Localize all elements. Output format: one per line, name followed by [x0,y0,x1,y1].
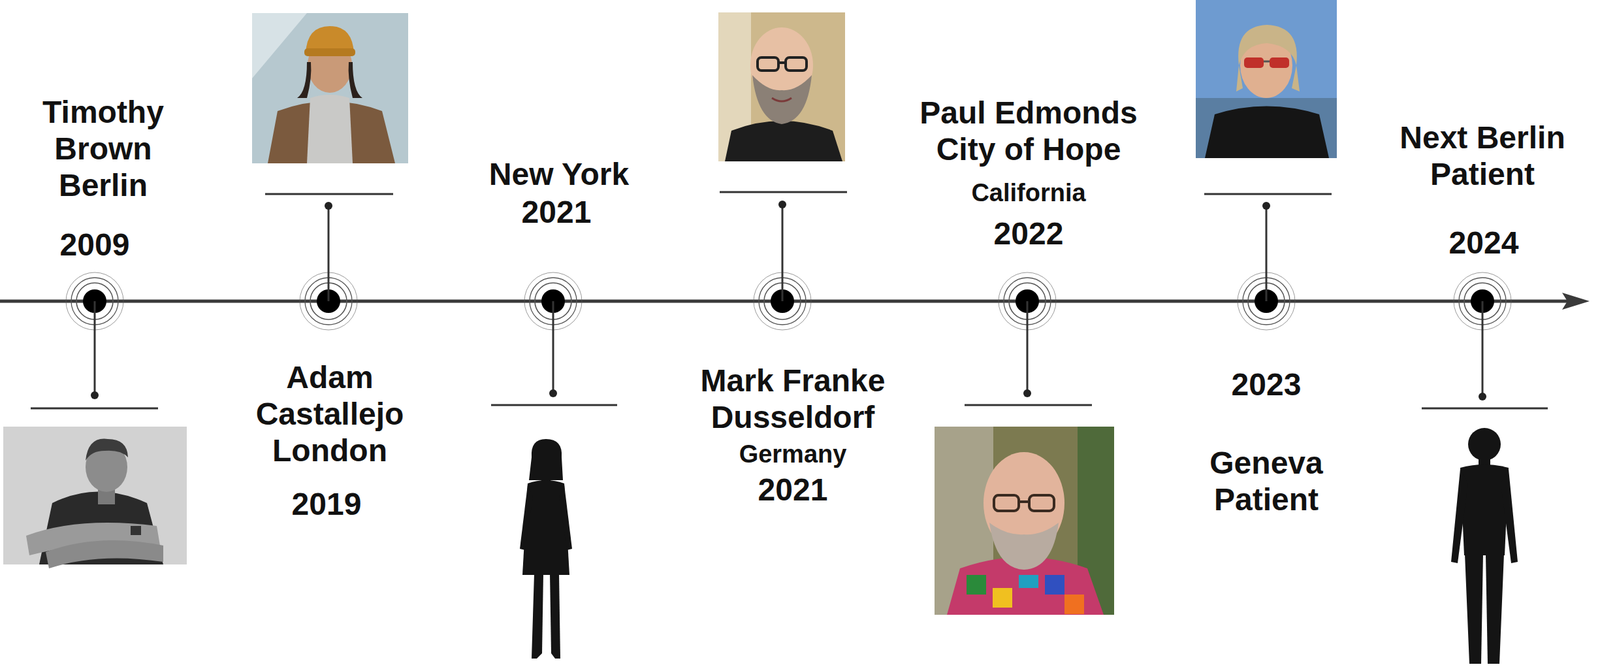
year-label: 2021 [758,471,829,509]
year-label: 2021 [521,193,592,231]
patient-name: Adam Castallejo London [256,359,405,469]
location-label: California [971,178,1086,208]
patient-name: Geneva Patient [1209,444,1323,518]
year-label: 2022 [993,215,1064,253]
patient-name: Mark Franke Dusseldorf [655,362,930,436]
portrait-photo [934,426,1115,615]
timeline-axis [0,292,1590,310]
patient-name: Paul Edmonds City of Hope [897,94,1160,168]
portrait-photo [3,426,187,569]
portrait-photo [718,12,846,162]
year-label: 2009 [60,226,130,264]
year-label: 2019 [291,485,362,523]
year-label: 2023 [1231,366,1302,403]
silhouette-figure [1451,427,1518,664]
timeline-markers [65,272,1512,330]
year-label: 2024 [1449,224,1520,262]
silhouette-figure [519,438,573,659]
patient-name: Next Berlin Patient [1377,119,1587,193]
location-label: Germany [739,439,848,469]
portrait-photo [1195,0,1337,159]
patient-name: Timothy Brown Berlin [42,94,164,204]
portrait-photo [252,13,409,164]
location-label: New York [489,156,629,193]
